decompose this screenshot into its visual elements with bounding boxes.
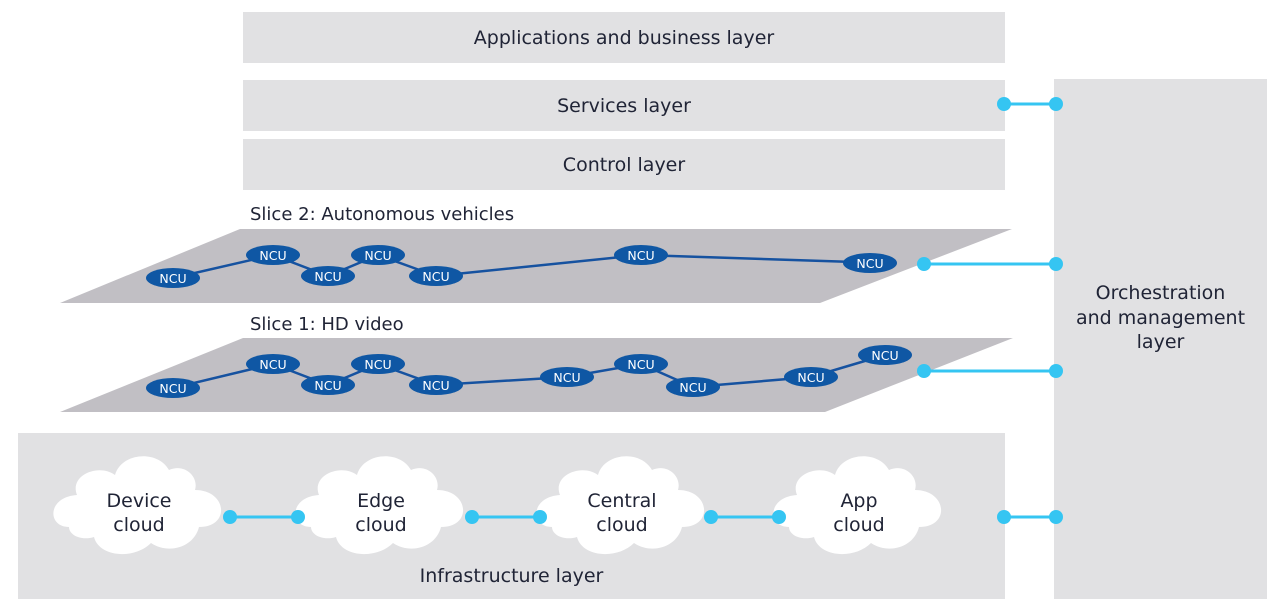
slice-1-label: Slice 1: HD video bbox=[250, 314, 404, 335]
slice-1-nodes: NCU NCU NCU NCU NCU NCU NCU NCU NCU NCU bbox=[146, 345, 912, 398]
svg-text:NCU: NCU bbox=[856, 256, 883, 271]
orchestration-layer-label: Orchestration and management layer bbox=[1054, 281, 1267, 355]
svg-text:NCU: NCU bbox=[314, 378, 341, 393]
ncu-node: NCU bbox=[784, 367, 838, 387]
ncu-node: NCU bbox=[666, 377, 720, 397]
cloud-icon: App cloud bbox=[773, 456, 942, 555]
svg-text:NCU: NCU bbox=[259, 248, 286, 263]
orchestration-label-line-2: and management bbox=[1075, 306, 1246, 329]
svg-text:NCU: NCU bbox=[871, 348, 898, 363]
ncu-node: NCU bbox=[858, 345, 912, 365]
svg-text:NCU: NCU bbox=[159, 381, 186, 396]
device-cloud-label-2: cloud bbox=[113, 514, 164, 536]
svg-text:NCU: NCU bbox=[314, 269, 341, 284]
svg-text:NCU: NCU bbox=[797, 370, 824, 385]
applications-business-layer-label: Applications and business layer bbox=[473, 26, 775, 49]
ncu-node: NCU bbox=[146, 268, 200, 288]
connector-edge-central bbox=[465, 510, 547, 524]
connector-infrastructure-orchestration bbox=[997, 510, 1063, 524]
connector-slice1-orchestration bbox=[917, 364, 1063, 378]
slice-2-label: Slice 2: Autonomous vehicles bbox=[250, 204, 515, 225]
svg-text:NCU: NCU bbox=[364, 357, 391, 372]
svg-text:NCU: NCU bbox=[159, 271, 186, 286]
cloud-icon: Central cloud bbox=[536, 456, 705, 555]
ncu-node: NCU bbox=[351, 245, 405, 265]
edge-cloud-label-2: cloud bbox=[355, 514, 406, 536]
ncu-node: NCU bbox=[246, 245, 300, 265]
central-cloud-label-2: cloud bbox=[596, 514, 647, 536]
ncu-node: NCU bbox=[409, 266, 463, 286]
ncu-node: NCU bbox=[614, 245, 668, 265]
ncu-node: NCU bbox=[409, 375, 463, 395]
orchestration-management-layer bbox=[1054, 79, 1267, 599]
app-cloud-label-1: App bbox=[840, 490, 877, 512]
connectors bbox=[223, 97, 1063, 524]
edge-cloud-label-1: Edge bbox=[357, 490, 405, 512]
slice-1-links bbox=[172, 353, 886, 390]
slice-1-plane bbox=[60, 338, 1013, 412]
connector-slice2-orchestration bbox=[917, 257, 1063, 271]
svg-text:NCU: NCU bbox=[627, 248, 654, 263]
orchestration-label-line-1: Orchestration bbox=[1095, 282, 1226, 304]
ncu-node: NCU bbox=[246, 354, 300, 374]
ncu-node: NCU bbox=[540, 367, 594, 387]
ncu-node: NCU bbox=[146, 378, 200, 398]
control-layer-label: Control layer bbox=[562, 153, 686, 176]
svg-text:NCU: NCU bbox=[259, 357, 286, 372]
cloud-icon: Device cloud bbox=[53, 456, 222, 555]
svg-text:NCU: NCU bbox=[553, 370, 580, 385]
connector-services-orchestration bbox=[997, 97, 1063, 111]
central-cloud-label-1: Central bbox=[587, 490, 656, 512]
ncu-node: NCU bbox=[301, 266, 355, 286]
svg-text:NCU: NCU bbox=[364, 248, 391, 263]
connector-central-app bbox=[704, 510, 786, 524]
slice-2-nodes: NCU NCU NCU NCU NCU NCU NCU bbox=[146, 245, 897, 288]
ncu-node: NCU bbox=[351, 354, 405, 374]
device-cloud-label-1: Device bbox=[107, 490, 172, 512]
svg-text:NCU: NCU bbox=[422, 378, 449, 393]
connector-device-edge bbox=[223, 510, 305, 524]
svg-text:NCU: NCU bbox=[422, 269, 449, 284]
ncu-node: NCU bbox=[614, 354, 668, 374]
control-layer: Control layer bbox=[243, 139, 1005, 190]
ncu-node: NCU bbox=[301, 375, 355, 395]
orchestration-label-line-3: layer bbox=[1136, 331, 1185, 353]
infrastructure-layer-label: Infrastructure layer bbox=[419, 565, 604, 587]
services-layer-label: Services layer bbox=[557, 94, 691, 117]
cloud-icon: Edge cloud bbox=[295, 456, 464, 555]
app-cloud-label-2: cloud bbox=[833, 514, 884, 536]
services-layer: Services layer bbox=[243, 80, 1005, 131]
svg-text:NCU: NCU bbox=[679, 380, 706, 395]
applications-business-layer: Applications and business layer bbox=[243, 12, 1005, 63]
svg-text:NCU: NCU bbox=[627, 357, 654, 372]
ncu-node: NCU bbox=[843, 253, 897, 273]
